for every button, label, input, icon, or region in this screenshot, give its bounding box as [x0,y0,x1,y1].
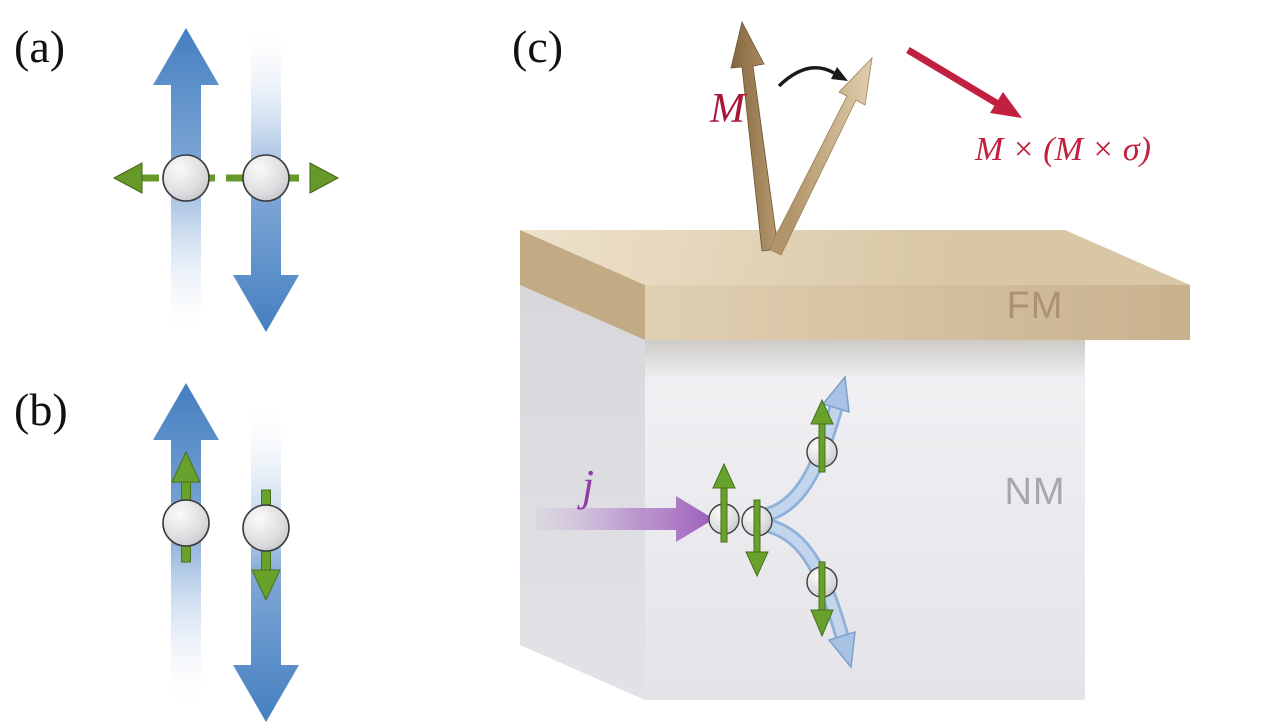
panel-c: (c) FM NM j M M × (M × σ) [512,20,1190,700]
fm-layer-front-face [645,285,1190,340]
spin-left-arrow-head-icon [112,162,143,194]
spin-down-arrow-head-icon [745,551,769,578]
spin-down-deflection-arrow-head-icon [827,630,856,669]
torque-arrow-head-icon [990,92,1022,118]
torque-label: M × (M × σ) [974,131,1151,168]
fm-shadow-band [645,340,1085,378]
torque-arrow-shaft [906,46,1000,108]
electron-circle [242,154,290,202]
spin-right-arrow-head-icon [309,162,340,194]
spin-down-deflection-path [757,519,847,641]
spin-up-deflection-arrow-head-icon [821,375,850,414]
panel-b: (b) [14,383,299,722]
panel-a-label: (a) [14,21,65,72]
magnetization-label: M [709,86,747,132]
fm-layer-top-face [520,230,1190,285]
spin-up-arrow-head-icon [712,462,736,489]
spin-up-deflection-path [757,403,841,521]
precession-arc [777,66,835,88]
spin-up-arrow-shaft [720,487,728,543]
nm-layer-label: NM [1004,471,1065,513]
spin-up-arrow-head-icon [810,398,834,425]
electron-circle [162,154,210,202]
nm-layer-front-face [645,340,1085,700]
nm-layer-left-face [520,285,645,700]
fm-layer-left-face [520,230,645,340]
spin-up-arrow-shaft [818,423,826,473]
electron-circle [242,504,290,552]
spin-down-arrow-shaft [753,499,761,553]
spin-up-arrow-head-icon [171,450,201,483]
magnetization-arrow [730,20,779,252]
fm-layer-label: FM [1007,285,1064,327]
current-label: j [577,461,594,510]
panel-b-label: (b) [14,384,68,435]
precession-arrow-head-icon [831,67,848,81]
spin-down-arrow-shaft [818,561,826,611]
panel-a: (a) [14,21,340,332]
spin-down-arrow-head-icon [810,609,834,638]
panel-c-label: (c) [512,21,563,72]
electron-circle [162,499,210,547]
tilted-magnetization-arrow [768,56,873,256]
charge-current-arrow [536,496,714,542]
spin-down-arrow-head-icon [251,569,281,602]
